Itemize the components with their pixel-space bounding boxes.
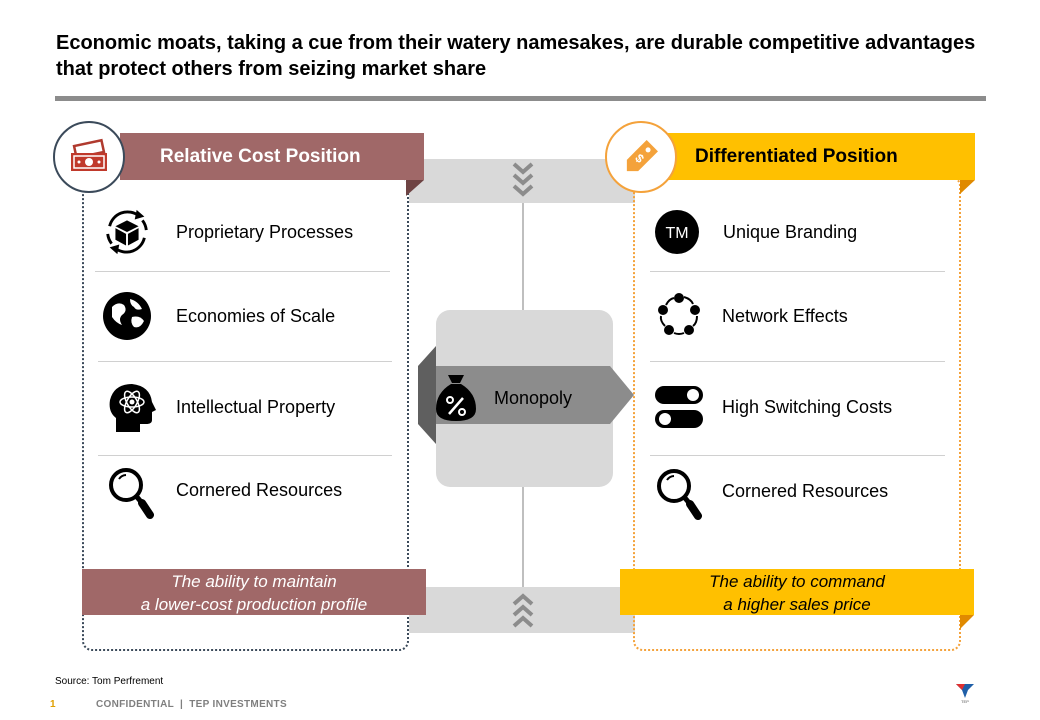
right-item-4: Cornered Resources	[650, 464, 945, 520]
right-panel-header: Differentiated Position	[663, 133, 975, 180]
left-panel-summary: The ability to maintain a lower-cost pro…	[82, 569, 426, 615]
trademark-badge: TM	[665, 225, 688, 242]
right-separator	[650, 455, 945, 456]
tep-logo: TEP	[956, 684, 974, 704]
magnifier-icon	[652, 468, 706, 522]
network-cycle-icon	[652, 289, 706, 343]
left-item-4: Cornered Resources	[100, 463, 390, 519]
chevron-down-icon	[512, 162, 534, 197]
left-item-3: Intellectual Property	[100, 380, 390, 434]
price-tag-icon: $	[626, 140, 658, 172]
left-separator	[98, 361, 392, 362]
right-separator	[650, 361, 945, 362]
left-panel-header: Relative Cost Position	[120, 133, 424, 180]
right-item-3: High Switching Costs	[650, 380, 945, 434]
right-item-label: Network Effects	[722, 305, 848, 326]
right-panel-summary: The ability to command a higher sales pr…	[620, 569, 974, 615]
left-summary-line1: The ability to maintain	[171, 572, 337, 591]
money-icon	[71, 138, 107, 171]
title-divider	[55, 96, 986, 101]
right-header-icon-circle: $	[605, 121, 677, 193]
right-panel-header-label: Differentiated Position	[695, 145, 898, 167]
vertical-line-top	[522, 203, 524, 310]
box-cycle-icon	[100, 205, 154, 259]
trademark-icon: TM	[650, 205, 704, 259]
left-item-label: Intellectual Property	[176, 396, 336, 417]
right-item-2: Network Effects	[650, 289, 945, 343]
left-item-1: Proprietary Processes	[100, 205, 390, 259]
left-header-icon-circle	[53, 121, 125, 193]
toggle-switch-icon	[652, 380, 706, 434]
left-panel-header-label: Relative Cost Position	[160, 145, 361, 167]
magnifier-icon	[104, 467, 158, 521]
right-header-fold	[960, 180, 975, 194]
right-item-1: TM Unique Branding	[650, 205, 945, 259]
left-item-label: Proprietary Processes	[176, 221, 354, 242]
confidential-label: CONFIDENTIAL | TEP INVESTMENTS	[96, 699, 287, 710]
right-footer-fold	[960, 615, 974, 629]
left-item-2: Economies of Scale	[100, 289, 390, 343]
right-item-label: High Switching Costs	[722, 396, 893, 417]
right-item-label: Unique Branding	[723, 221, 858, 242]
left-summary-line2: a lower-cost production profile	[140, 595, 368, 614]
left-separator	[95, 271, 390, 272]
source-note: Source: Tom Perfrement	[55, 676, 164, 687]
page-title: Economic moats, taking a cue from their …	[56, 32, 976, 80]
logo-caption: TEP	[961, 699, 969, 704]
right-summary-line1: The ability to command	[709, 572, 885, 591]
left-separator	[98, 455, 392, 456]
right-summary-line2: a higher sales price	[723, 595, 871, 614]
left-header-fold	[406, 180, 424, 196]
right-item-label: Cornered Resources	[722, 480, 889, 501]
vertical-line-bottom	[522, 487, 524, 587]
money-bag-percent-icon	[436, 375, 476, 421]
right-separator	[650, 271, 945, 272]
globe-icon	[100, 289, 154, 343]
left-item-label: Economies of Scale	[176, 305, 336, 326]
head-atom-icon	[104, 380, 158, 434]
chevron-up-icon	[512, 593, 534, 628]
monopoly-arrow	[418, 346, 634, 444]
monopoly-label: Monopoly	[494, 388, 573, 408]
left-item-label: Cornered Resources	[176, 479, 343, 500]
page-number: 1	[50, 699, 56, 710]
